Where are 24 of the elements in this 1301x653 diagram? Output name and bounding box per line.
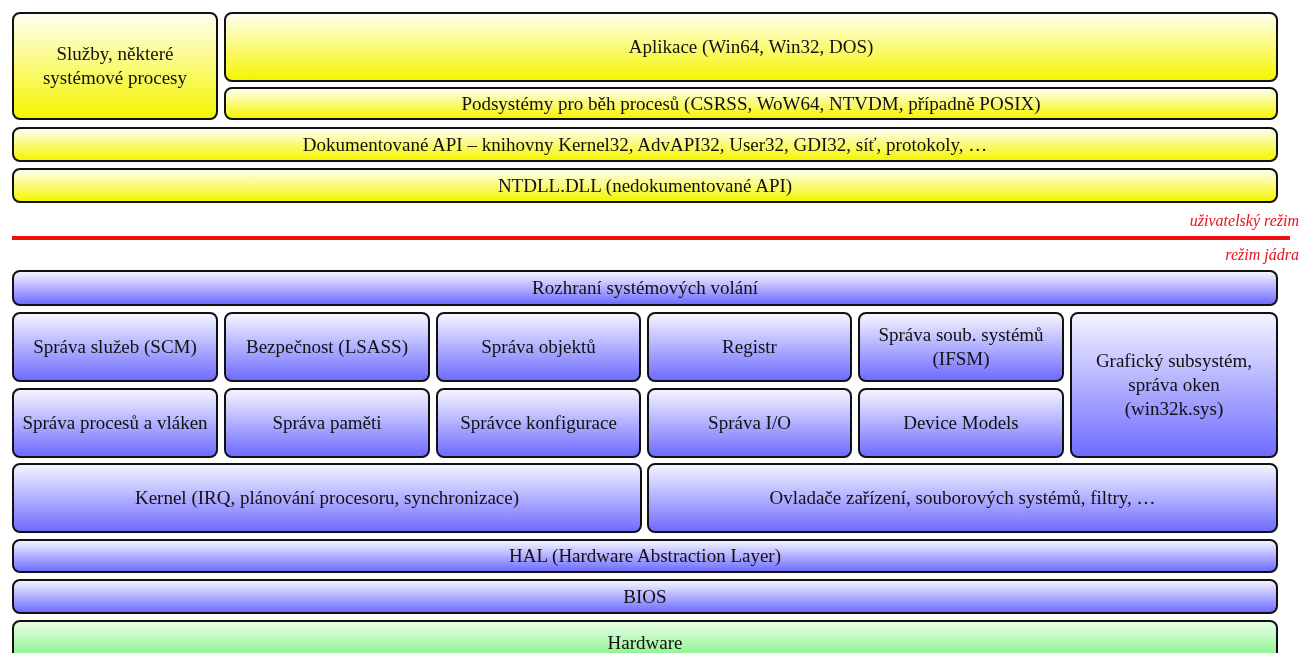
layer-box: Dokumentované API – knihovny Kernel32, AdvAPI32, User32, GDI32, síť, protokoly, …: [12, 127, 1278, 162]
layer-box: Registr: [647, 312, 852, 382]
layer-box: Správa procesů a vláken: [12, 388, 218, 458]
layer-box: Podsystémy pro běh procesů (CSRSS, WoW64, NTVDM, případně POSIX): [224, 87, 1278, 120]
layer-box: Device Models: [858, 388, 1064, 458]
layer-box: Rozhraní systémových volání: [12, 270, 1278, 306]
layer-box: Ovladače zařízení, souborových systémů, filtry, …: [647, 463, 1278, 533]
layer-box: Správa služeb (SCM): [12, 312, 218, 382]
layer-box: HAL (Hardware Abstraction Layer): [12, 539, 1278, 573]
layer-box: Správa I/O: [647, 388, 852, 458]
mode-label: uživatelský režim: [1189, 212, 1299, 230]
mode-label: režim jádra: [1225, 246, 1299, 264]
layer-box: Grafický subsystém, správa oken (win32k.sys): [1070, 312, 1278, 458]
layer-box: Správce konfigurace: [436, 388, 641, 458]
layer-box: Správa soub. systémů (IFSM): [858, 312, 1064, 382]
layer-box: Správa objektů: [436, 312, 641, 382]
layer-box: NTDLL.DLL (nedokumentované API): [12, 168, 1278, 203]
layer-box: Hardware: [12, 620, 1278, 653]
layer-box: Aplikace (Win64, Win32, DOS): [224, 12, 1278, 82]
layer-box: Bezpečnost (LSASS): [224, 312, 430, 382]
layer-box: Kernel (IRQ, plánování procesoru, synchronizace): [12, 463, 642, 533]
layer-box: Služby, některé systémové procesy: [12, 12, 218, 120]
layer-box: Správa paměti: [224, 388, 430, 458]
layer-box: BIOS: [12, 579, 1278, 614]
